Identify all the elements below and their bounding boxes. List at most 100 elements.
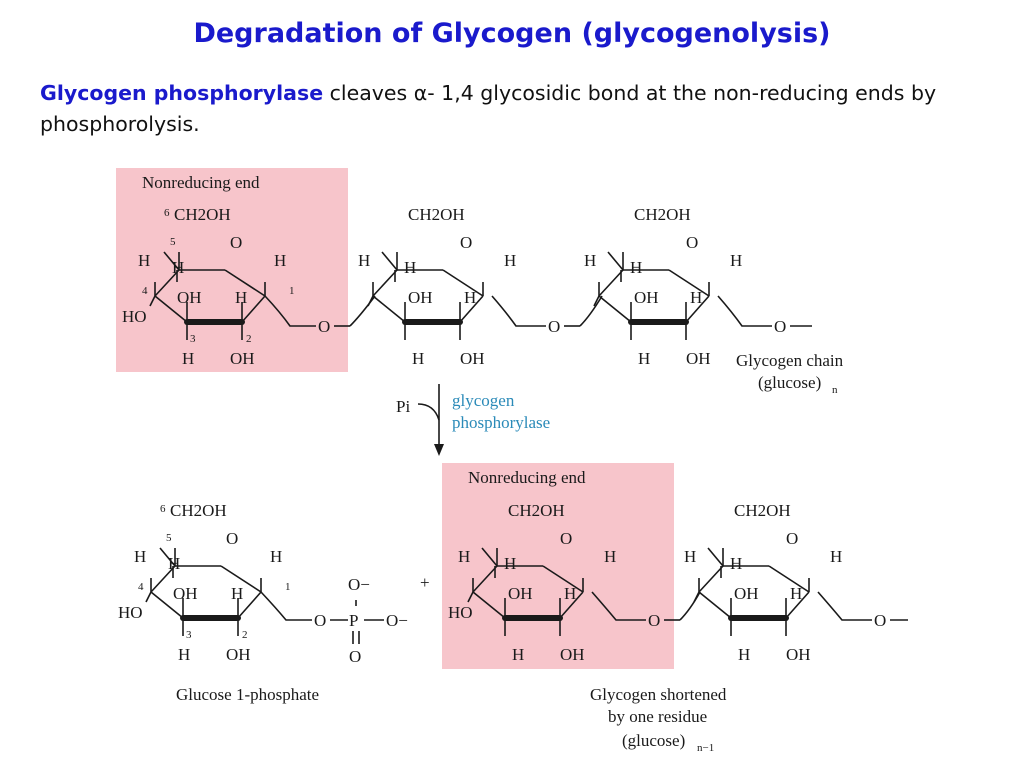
svg-text:4: 4 [138, 581, 144, 593]
svg-text:OH: OH [230, 349, 255, 368]
phosphate-oxygen-bottom: O [349, 647, 361, 666]
svg-text:OH: OH [173, 584, 198, 603]
glycogen-chain-subscript: n [832, 384, 838, 396]
chain-continuation-bottom: O [874, 611, 886, 630]
svg-text:4: 4 [142, 285, 148, 297]
svg-text:HO: HO [448, 603, 473, 622]
svg-text:H: H [584, 251, 596, 270]
svg-text:H: H [182, 349, 194, 368]
svg-text:5: 5 [166, 532, 172, 544]
svg-text:H: H [684, 547, 696, 566]
pi-label: Pi [396, 397, 410, 416]
svg-text:1: 1 [285, 581, 291, 593]
svg-text:CH2OH: CH2OH [634, 205, 691, 224]
svg-text:CH2OH: CH2OH [734, 501, 791, 520]
glucose-ring-5: CH2OH O H H H OH H HO H OH [448, 501, 616, 664]
glucose-ring-3: CH2OH O H H H OH H H OH [584, 205, 742, 368]
svg-text:O: O [786, 529, 798, 548]
svg-text:H: H [134, 547, 146, 566]
svg-text:CH2OH: CH2OH [408, 205, 465, 224]
glycosidic-oxygen-2: O [548, 317, 560, 336]
svg-text:H: H [638, 349, 650, 368]
svg-text:H: H [178, 645, 190, 664]
svg-text:H: H [274, 251, 286, 270]
svg-text:H: H [512, 645, 524, 664]
svg-text:H: H [730, 554, 742, 573]
svg-text:H: H [231, 584, 243, 603]
svg-text:HO: HO [118, 603, 143, 622]
svg-text:OH: OH [686, 349, 711, 368]
product-shortened-line3: (glucose) [622, 731, 685, 750]
svg-text:2: 2 [242, 629, 248, 641]
svg-text:5: 5 [170, 236, 176, 248]
svg-text:H: H [790, 584, 802, 603]
svg-text:OH: OH [408, 288, 433, 307]
nonreducing-end-box-top [116, 168, 348, 372]
svg-text:O: O [460, 233, 472, 252]
subtitle: Glycogen phosphorylase cleaves α- 1,4 gl… [40, 78, 1000, 140]
svg-text:O: O [560, 529, 572, 548]
svg-text:O: O [230, 233, 242, 252]
svg-text:1: 1 [289, 285, 295, 297]
svg-text:OH: OH [734, 584, 759, 603]
svg-text:H: H [172, 258, 184, 277]
phosphate-oxygen-right: O− [386, 611, 408, 630]
svg-text:H: H [412, 349, 424, 368]
glycosidic-oxygen-1: O [318, 317, 330, 336]
svg-text:H: H [690, 288, 702, 307]
svg-text:H: H [270, 547, 282, 566]
svg-text:H: H [168, 554, 180, 573]
svg-text:H: H [458, 547, 470, 566]
glycogen-chain-subtitle: (glucose) [758, 373, 821, 392]
svg-text:OH: OH [634, 288, 659, 307]
svg-text:H: H [564, 584, 576, 603]
glycogen-chain-label: Glycogen chain [736, 351, 844, 370]
svg-text:OH: OH [508, 584, 533, 603]
glucose-ring-1: CH2OH 6 5 O H H H 4 1 OH H HO 3 2 H OH [122, 205, 295, 368]
subtitle-description: cleaves α- 1,4 glycosidic bond at the no… [40, 81, 937, 136]
svg-text:O: O [686, 233, 698, 252]
svg-text:H: H [464, 288, 476, 307]
slide-title: Degradation of Glycogen (glycogenolysis) [193, 18, 831, 49]
glucose-ring-2: CH2OH O H H H OH H H OH [358, 205, 516, 368]
svg-text:H: H [738, 645, 750, 664]
chain-continuation: O [774, 317, 786, 336]
svg-text:2: 2 [246, 333, 252, 345]
enzyme-label-glycogen: glycogen [452, 391, 515, 410]
product-shortened-subscript: n−1 [697, 742, 714, 754]
svg-text:HO: HO [122, 307, 147, 326]
svg-text:H: H [504, 554, 516, 573]
phosphate-ester-oxygen: O [314, 611, 326, 630]
svg-text:OH: OH [177, 288, 202, 307]
enzyme-name: Glycogen phosphorylase [40, 81, 324, 105]
product-glucose-1-phosphate-label: Glucose 1-phosphate [176, 685, 319, 704]
svg-text:6: 6 [164, 207, 170, 219]
reaction-arrow-head [434, 444, 444, 456]
svg-text:CH2OH: CH2OH [508, 501, 565, 520]
svg-text:OH: OH [560, 645, 585, 664]
nonreducing-end-label-top: Nonreducing end [142, 173, 260, 192]
glucose-ring-6: CH2OH O H H H OH H H OH [684, 501, 842, 664]
nonreducing-end-box-bottom [442, 463, 674, 669]
glucose-1-phosphate-ring: CH2OH 6 5 O H H H 4 1 OH H HO 3 2 H OH [118, 501, 291, 664]
svg-text:OH: OH [460, 349, 485, 368]
svg-text:3: 3 [186, 629, 192, 641]
svg-text:H: H [235, 288, 247, 307]
svg-text:O: O [226, 529, 238, 548]
glycosidic-oxygen-3: O [648, 611, 660, 630]
phosphate-oxygen-top: O− [348, 575, 370, 594]
svg-text:H: H [630, 258, 642, 277]
svg-text:OH: OH [786, 645, 811, 664]
svg-text:H: H [504, 251, 516, 270]
phosphorus-atom: P [349, 611, 358, 630]
svg-text:H: H [830, 547, 842, 566]
svg-text:H: H [730, 251, 742, 270]
svg-text:3: 3 [190, 333, 196, 345]
svg-text:H: H [138, 251, 150, 270]
svg-text:CH2OH: CH2OH [170, 501, 227, 520]
product-shortened-line2: by one residue [608, 707, 707, 726]
svg-text:H: H [604, 547, 616, 566]
svg-text:CH2OH: CH2OH [174, 205, 231, 224]
svg-text:OH: OH [226, 645, 251, 664]
svg-text:H: H [404, 258, 416, 277]
